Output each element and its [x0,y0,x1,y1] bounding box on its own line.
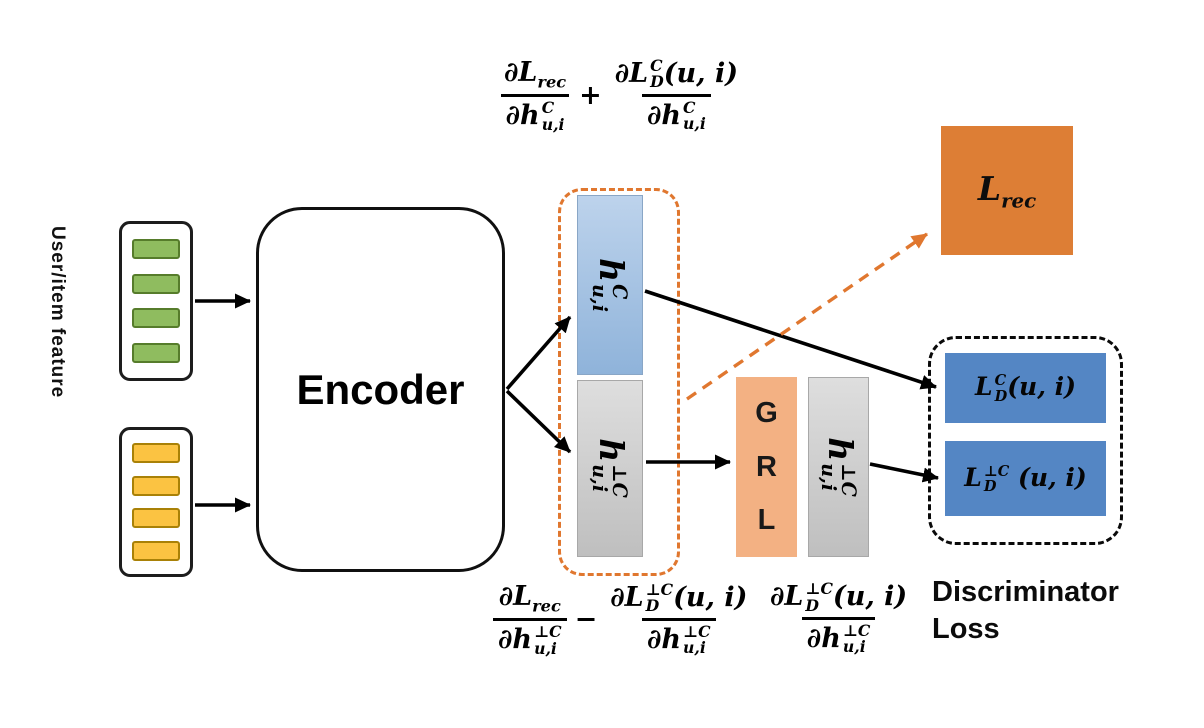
arrow-hc-to-discriminator [644,289,937,390]
encoder-label: Encoder [296,365,465,413]
feature-bar [132,343,180,364]
feature-bar [132,475,180,496]
item-feature-box [119,427,193,577]
feature-bar [132,238,180,259]
lrec-box: Lrec [941,126,1073,255]
grl-letter-r: R [756,450,777,483]
operator-plus: + [579,79,602,111]
discriminator-loss-caption-line2: Loss [932,613,1000,646]
grl-letter-g: G [755,397,778,430]
discriminator-loss-caption-line1: Discriminator [932,576,1119,608]
discriminator-loss-caption: Discriminator Loss [932,574,1119,648]
lrec-label: Lrec [977,168,1037,213]
discriminator-dashed-box [928,336,1123,545]
arrow-gradient-to-lrec-dashed [686,232,928,401]
encoder-box: Encoder [256,207,505,572]
feature-bar [132,442,180,463]
feature-bar [132,508,180,529]
feature-bar [132,541,180,562]
feature-bar [132,273,180,294]
user-item-feature-label: User/item feature [47,226,68,399]
grl-letter-l: L [757,503,776,536]
grl-box: G R L [736,377,797,557]
user-feature-box [119,221,193,381]
operator-minus: − [574,603,598,635]
feature-bar [132,308,180,329]
